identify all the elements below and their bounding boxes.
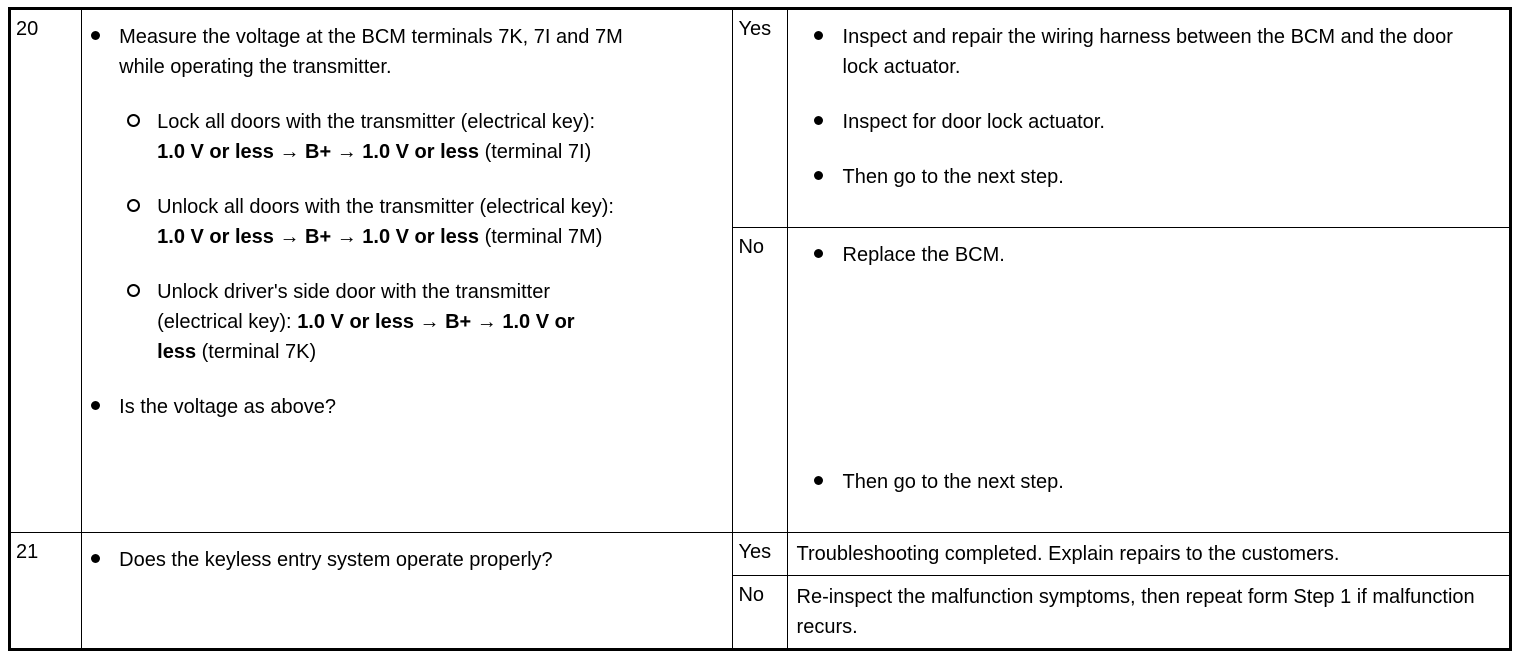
arrow-1-icon: → bbox=[279, 226, 300, 248]
step-number-cell-20: 20 bbox=[8, 8, 83, 533]
filled-bullet-icon bbox=[82, 545, 108, 575]
result-bullet-text: Then go to the next step. bbox=[842, 471, 1064, 493]
table-row-step-21: 21 Does the keyless entry system operate… bbox=[8, 532, 1512, 650]
filled-bullet-icon bbox=[806, 162, 832, 192]
arrow-2-icon: → bbox=[336, 226, 357, 248]
action-list-20: Measure the voltage at the BCM terminals… bbox=[82, 10, 732, 432]
arrow-2-icon: → bbox=[336, 141, 357, 163]
action-subitem-lock-all-doors: Lock all doors with the transmitter (ele… bbox=[120, 107, 617, 167]
action-list-21: Does the keyless entry system operate pr… bbox=[82, 533, 732, 585]
troubleshooting-table: 20 Measure the voltage at the BCM termin… bbox=[8, 7, 1512, 651]
filled-bullet-icon bbox=[82, 22, 108, 52]
subitem-value-2: B+ bbox=[445, 311, 472, 333]
result-bullet: Inspect and repair the wiring harness be… bbox=[806, 22, 1483, 82]
action-bullet-question-20: Is the voltage as above? bbox=[82, 392, 726, 422]
filled-bullet-icon bbox=[806, 107, 832, 137]
filled-bullet-icon bbox=[82, 392, 108, 422]
spacer bbox=[806, 295, 1501, 467]
result-cell-21-yes: Troubleshooting completed. Explain repai… bbox=[786, 532, 1512, 576]
action-cell-20: Measure the voltage at the BCM terminals… bbox=[81, 8, 734, 533]
subitem-suffix: (terminal 7I) bbox=[484, 141, 592, 163]
filled-bullet-icon bbox=[806, 22, 832, 52]
filled-bullet-icon bbox=[806, 467, 832, 497]
troubleshooting-sheet: 20 Measure the voltage at the BCM termin… bbox=[8, 7, 1512, 651]
subitem-value-1: 1.0 V or less bbox=[157, 226, 274, 248]
subitem-value-3: 1.0 V or less bbox=[362, 141, 480, 163]
result-list-20-yes: Inspect and repair the wiring harness be… bbox=[788, 10, 1509, 227]
step-number-20: 20 bbox=[16, 18, 39, 40]
action-question-text-21: Does the keyless entry system operate pr… bbox=[119, 549, 553, 571]
arrow-1-icon: → bbox=[279, 141, 300, 163]
result-bullet-text: Replace the BCM. bbox=[842, 244, 1005, 266]
action-subitem-unlock-driver-door: Unlock driver's side door with the trans… bbox=[120, 277, 617, 367]
subitem-suffix: (terminal 7K) bbox=[201, 341, 317, 363]
subitem-value-1: 1.0 V or less bbox=[157, 141, 274, 163]
answer-label-no: No bbox=[738, 584, 765, 606]
subitem-prefix: Lock all doors with the transmitter (ele… bbox=[157, 111, 596, 133]
hollow-bullet-icon bbox=[120, 192, 146, 222]
result-text-21-yes: Troubleshooting completed. Explain repai… bbox=[796, 543, 1340, 565]
subitem-prefix: Unlock all doors with the transmitter (e… bbox=[157, 196, 614, 218]
action-bullet-question-21: Does the keyless entry system operate pr… bbox=[82, 545, 589, 575]
action-sublist-20: Lock all doors with the transmitter (ele… bbox=[82, 107, 726, 367]
subitem-value-3: 1.0 V or less bbox=[157, 311, 575, 363]
result-cell-20-yes: Inspect and repair the wiring harness be… bbox=[786, 8, 1512, 228]
result-text-21-no: Re-inspect the malfunction symptoms, the… bbox=[796, 586, 1475, 638]
result-cell-20-no: Replace the BCM. Then go to the next ste… bbox=[786, 227, 1512, 533]
filled-bullet-icon bbox=[806, 240, 832, 270]
table-row-step-20: 20 Measure the voltage at the BCM termin… bbox=[8, 8, 1512, 533]
hollow-bullet-icon bbox=[120, 277, 146, 307]
result-bullet: Replace the BCM. bbox=[806, 240, 1483, 270]
answer-cell-21-no: No bbox=[732, 575, 788, 650]
answer-label-yes: Yes bbox=[738, 541, 772, 563]
action-subitem-unlock-all-doors: Unlock all doors with the transmitter (e… bbox=[120, 192, 617, 252]
result-bullet: Then go to the next step. bbox=[806, 467, 1483, 497]
step-number-21: 21 bbox=[16, 541, 39, 563]
answer-label-yes: Yes bbox=[738, 18, 772, 40]
subitem-suffix: (terminal 7M) bbox=[484, 226, 603, 248]
action-cell-21: Does the keyless entry system operate pr… bbox=[81, 532, 734, 650]
step-number-cell-21: 21 bbox=[8, 532, 83, 650]
result-bullet: Inspect for door lock actuator. bbox=[806, 107, 1483, 137]
hollow-bullet-icon bbox=[120, 107, 146, 137]
subitem-value-2: B+ bbox=[305, 141, 332, 163]
arrow-1-icon: → bbox=[419, 311, 440, 333]
subitem-value-3: 1.0 V or less bbox=[362, 226, 480, 248]
answer-label-no: No bbox=[738, 236, 765, 258]
subitem-value-2: B+ bbox=[305, 226, 332, 248]
arrow-2-icon: → bbox=[476, 311, 497, 333]
result-bullet-text: Inspect and repair the wiring harness be… bbox=[842, 26, 1453, 78]
answer-cell-20-yes: Yes bbox=[732, 8, 788, 228]
result-list-20-no: Replace the BCM. Then go to the next ste… bbox=[788, 228, 1509, 532]
action-bullet-measure: Measure the voltage at the BCM terminals… bbox=[82, 22, 659, 82]
subitem-value-1: 1.0 V or bbox=[297, 311, 370, 333]
action-bullet-measure-text: Measure the voltage at the BCM terminals… bbox=[119, 26, 623, 78]
result-bullet-text: Then go to the next step. bbox=[842, 166, 1064, 188]
result-cell-21-no: Re-inspect the malfunction symptoms, the… bbox=[786, 575, 1512, 650]
result-bullet-text: Inspect for door lock actuator. bbox=[842, 111, 1105, 133]
table-row-step-20-no: No Replace the BCM. Then go to the next … bbox=[10, 227, 1512, 533]
answer-cell-20-no: No bbox=[732, 227, 788, 533]
subitem-value-1b: less bbox=[375, 311, 414, 333]
answer-cell-21-yes: Yes bbox=[732, 532, 788, 576]
action-question-text-20: Is the voltage as above? bbox=[119, 396, 336, 418]
subitem-prefix: Unlock driver's side door with the trans… bbox=[157, 281, 550, 333]
result-bullet: Then go to the next step. bbox=[806, 162, 1483, 192]
